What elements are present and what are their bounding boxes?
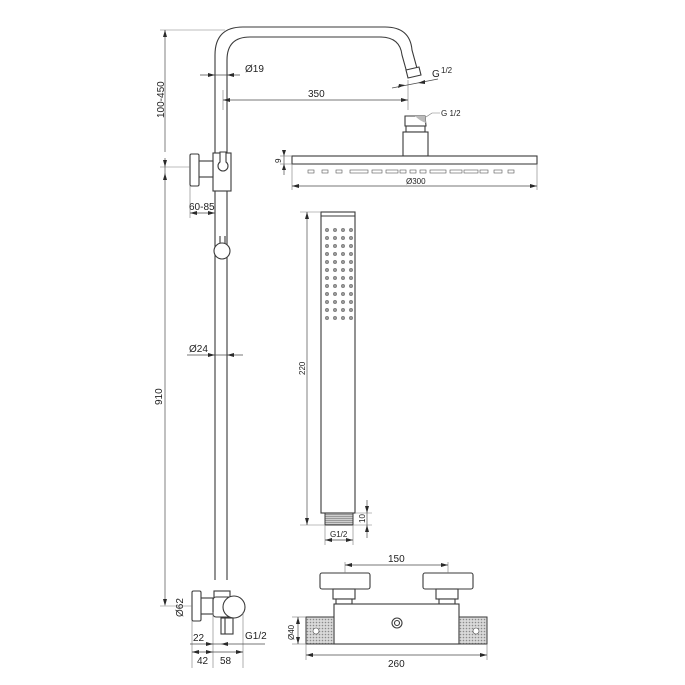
mixer-nut-right <box>435 588 459 600</box>
diverter-knob <box>189 153 200 187</box>
arrow-icon <box>208 211 215 215</box>
dim-arm-reach: 350 <box>308 89 325 100</box>
shower-head: G 1/2 9 <box>274 109 538 190</box>
mixer-stem-right <box>438 598 456 605</box>
dim-mixer-body-diameter: Ø40 <box>287 624 296 640</box>
arrow-icon <box>192 650 199 654</box>
arrow-icon <box>208 73 215 77</box>
dim-valve-offset-42: 42 <box>197 656 209 667</box>
arrow-icon <box>418 80 425 84</box>
mixer-knob-left <box>319 572 371 590</box>
arrow-icon <box>345 563 352 567</box>
dim-handshower-thread: G1/2 <box>330 530 348 539</box>
overhead-arm-inner <box>226 36 408 150</box>
arrow-icon <box>365 506 369 513</box>
arrow-icon <box>296 637 300 644</box>
dim-valve-outlet-thread: G1/2 <box>245 631 267 642</box>
hand-shower-body <box>320 211 356 514</box>
arm-outlet-nut <box>405 66 422 79</box>
dim-head-connector-thread: G 1/2 <box>441 109 461 118</box>
dim-arm-thread: G <box>432 69 440 80</box>
arrow-icon <box>206 642 213 646</box>
dim-handshower-length: 220 <box>298 361 307 375</box>
mixer-inlet-left <box>305 616 335 645</box>
dim-mixer-centers: 150 <box>388 554 405 565</box>
dim-riser-height: 910 <box>154 388 165 405</box>
arrow-icon <box>221 642 228 646</box>
valve-handle-disc <box>222 595 246 619</box>
arrow-icon <box>206 650 213 654</box>
slider-knob <box>213 242 231 260</box>
arrow-icon <box>480 653 487 657</box>
arrow-icon <box>227 353 234 357</box>
leader-head-thread <box>425 112 440 118</box>
arrow-icon <box>282 150 286 156</box>
mixer-inlet-hole-left <box>312 627 320 635</box>
arrow-icon <box>163 30 167 37</box>
dim-valve-knob-diameter: Ø62 <box>175 598 186 617</box>
head-nozzle-row <box>307 169 515 174</box>
mixer-outlet-inner <box>393 619 401 627</box>
arrow-icon <box>346 538 353 542</box>
dim-head-diameter: Ø300 <box>406 177 426 186</box>
dim-mixer-width: 260 <box>388 659 405 670</box>
mixer-inlet-hole-right <box>472 627 480 635</box>
arrow-icon <box>325 538 332 542</box>
arrow-icon <box>227 73 234 77</box>
dim-valve-offset-22: 22 <box>193 633 205 644</box>
arrow-icon <box>365 525 369 532</box>
arrow-icon <box>282 164 286 170</box>
valve-knob <box>191 590 202 622</box>
head-connector-thread-cap <box>415 116 426 123</box>
arrow-icon <box>163 160 167 167</box>
arrow-icon <box>530 184 537 188</box>
mixer-nut-left <box>332 588 356 600</box>
arrow-icon <box>296 617 300 624</box>
dim-handshower-thread-length: 10 <box>358 514 367 523</box>
hand-shower-thread <box>324 512 354 526</box>
diverter-lever <box>217 151 229 172</box>
hand-shower-nozzle-grid <box>324 227 354 321</box>
dim-riser-diameter: Ø24 <box>189 344 208 355</box>
hand-shower: 220 10 G1/2 <box>298 211 372 545</box>
arrow-icon <box>306 653 313 657</box>
dim-arm-thread-fraction: 1/2 <box>441 66 453 75</box>
head-connector-body <box>402 131 429 157</box>
arrow-icon <box>305 212 309 219</box>
arrow-icon <box>305 518 309 525</box>
arrow-icon <box>190 211 197 215</box>
dim-arm-diameter: Ø19 <box>245 64 264 75</box>
arrow-icon <box>208 353 215 357</box>
dim-head-thickness: 9 <box>274 158 283 163</box>
dim-riser-top-height: 100-450 <box>156 81 167 118</box>
arrow-icon <box>398 84 405 88</box>
dim-diverter-offset: 60-85 <box>189 202 215 213</box>
valve-coupling <box>199 597 214 615</box>
column-dimensions: 100-450 910 Ø19 350 G 1/2 60-85 <box>154 29 453 668</box>
diverter-coupling <box>197 160 214 178</box>
arrow-icon <box>236 650 243 654</box>
dim-valve-offset-58: 58 <box>220 656 232 667</box>
arrow-icon <box>441 563 448 567</box>
head-connector-ring <box>405 125 426 133</box>
arrow-icon <box>163 599 167 606</box>
arrow-icon <box>163 173 167 180</box>
thermostatic-mixer: 150 Ø40 260 <box>287 554 488 670</box>
mixer-knob-right <box>422 572 474 590</box>
arrow-icon <box>223 98 230 102</box>
overhead-arm-outer <box>214 26 419 150</box>
head-plate <box>291 155 538 165</box>
valve-outlet <box>220 617 234 635</box>
arrow-icon <box>401 98 408 102</box>
arrow-icon <box>292 184 299 188</box>
shower-column <box>189 26 422 635</box>
mixer-stem-left <box>335 598 353 605</box>
